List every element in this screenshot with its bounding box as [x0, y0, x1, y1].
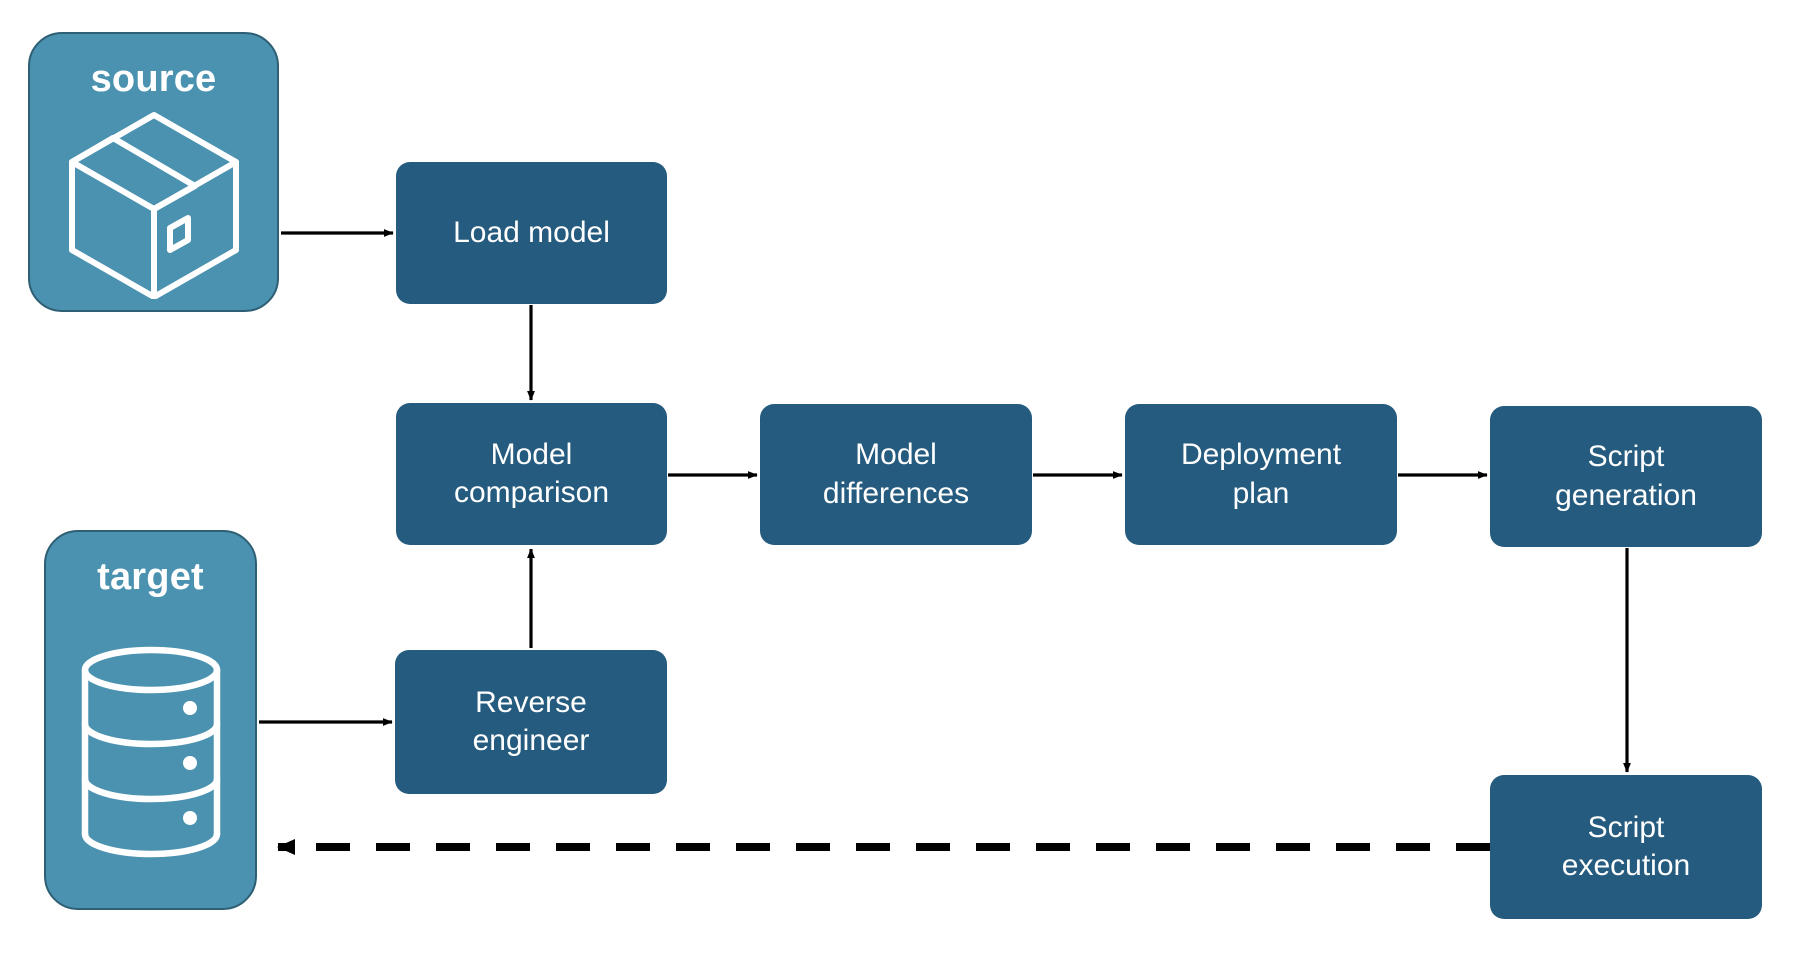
node-script-generation-label: Script generation	[1555, 440, 1697, 512]
endpoint-source[interactable]: source	[28, 32, 279, 312]
node-script-execution[interactable]: Script execution	[1490, 775, 1762, 919]
endpoint-target-label: target	[97, 556, 204, 598]
package-box-icon	[68, 112, 239, 299]
endpoint-source-label: source	[90, 58, 217, 100]
node-reverse-engineer-label: Reverse engineer	[472, 685, 590, 757]
database-dot-icon	[182, 811, 197, 825]
node-script-generation[interactable]: Script generation	[1490, 406, 1762, 547]
node-model-comparison-label: Model comparison	[453, 437, 610, 509]
node-model-comparison[interactable]: Model comparison	[396, 403, 667, 545]
database-dot-icon	[182, 701, 197, 715]
database-cylinder-icon	[81, 646, 220, 858]
node-deployment-plan[interactable]: Deployment plan	[1125, 404, 1397, 545]
node-deployment-plan-label: Deployment plan	[1180, 438, 1342, 510]
database-art	[46, 596, 255, 908]
node-reverse-engineer[interactable]: Reverse engineer	[395, 650, 667, 794]
package-box-art	[30, 98, 277, 310]
node-load-model-label: Load model	[453, 215, 610, 249]
node-model-differences-label: Model differences	[822, 438, 970, 510]
node-model-differences[interactable]: Model differences	[760, 404, 1032, 545]
endpoint-target[interactable]: target	[44, 530, 257, 910]
node-script-execution-label: Script execution	[1561, 810, 1691, 882]
node-load-model[interactable]: Load model	[396, 162, 667, 304]
database-dot-icon	[182, 756, 197, 770]
